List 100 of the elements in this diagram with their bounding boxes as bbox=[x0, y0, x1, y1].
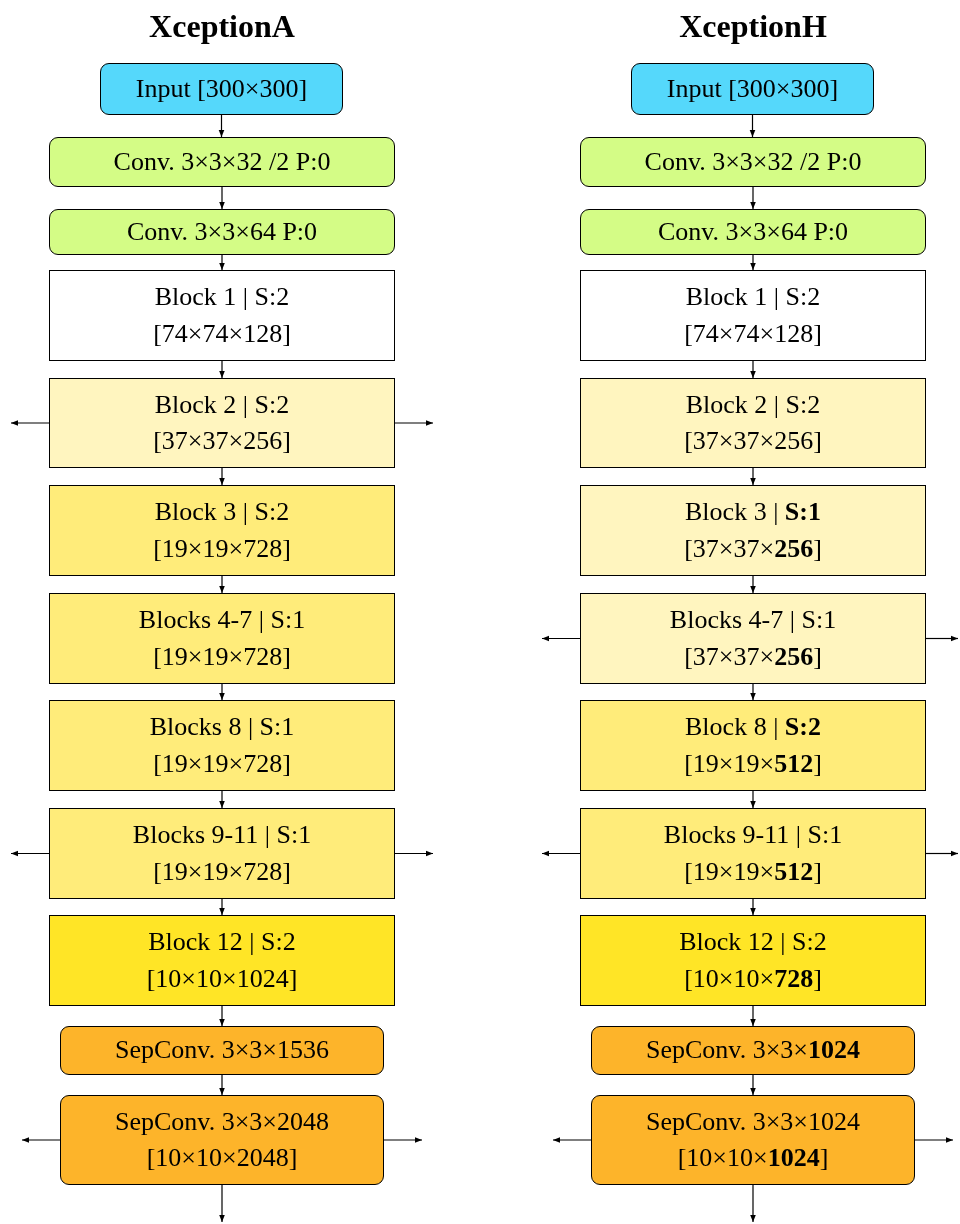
block-box bbox=[580, 378, 926, 468]
layer-label: [37×37×256] bbox=[153, 425, 291, 457]
arrow bbox=[925, 635, 959, 642]
layer-label: [37×37×256] bbox=[684, 532, 822, 565]
block-box bbox=[580, 485, 926, 576]
layer-label: [19×19×512] bbox=[684, 855, 822, 888]
arrow bbox=[219, 898, 225, 916]
input-box bbox=[100, 63, 343, 115]
arrow bbox=[219, 186, 225, 210]
layer-label: Blocks 9-11 | S:1 bbox=[132, 819, 312, 852]
layer-label: Blocks 9-11 | S:1 bbox=[663, 819, 843, 852]
arrow bbox=[750, 575, 756, 594]
layer-label: [37×37×256] bbox=[684, 425, 822, 457]
arrow bbox=[21, 1137, 61, 1143]
arrow bbox=[541, 635, 581, 642]
layer-label: [19×19×512] bbox=[684, 747, 822, 780]
arrow bbox=[750, 1184, 756, 1223]
arrow bbox=[218, 114, 225, 138]
layer-label: [19×19×728] bbox=[153, 747, 291, 780]
block-box bbox=[580, 593, 926, 684]
layer-label: Conv. 3×3×32 /2 P:0 bbox=[644, 145, 862, 178]
arrow bbox=[925, 850, 959, 857]
layer-label: [37×37×256] bbox=[684, 640, 822, 673]
arrow bbox=[394, 420, 434, 426]
layer-label: SepConv. 3×3×1536 bbox=[115, 1034, 329, 1067]
layer-label: SepConv. 3×3×2048 bbox=[115, 1105, 329, 1138]
arrow bbox=[750, 1074, 756, 1096]
layer-label: [10×10×1024] bbox=[677, 1142, 829, 1174]
layer-label: [10×10×1024] bbox=[146, 962, 298, 995]
block-box bbox=[580, 808, 926, 899]
arrow bbox=[10, 420, 50, 426]
arrow bbox=[750, 467, 756, 486]
layer-label: [19×19×728] bbox=[153, 855, 291, 888]
arrow bbox=[219, 790, 225, 809]
layer-label: Blocks 4-7 | S:1 bbox=[138, 604, 306, 637]
block-box bbox=[49, 808, 395, 899]
column-title: XceptionH bbox=[679, 8, 827, 45]
layer-label: Conv. 3×3×64 P:0 bbox=[657, 215, 849, 248]
arrow bbox=[219, 360, 225, 379]
layer-label: [19×19×728] bbox=[153, 640, 291, 673]
layer-label: Block 12 | S:2 bbox=[148, 926, 296, 959]
arrow bbox=[219, 575, 225, 594]
arrow bbox=[541, 850, 581, 857]
arrow bbox=[750, 790, 756, 809]
arrow bbox=[219, 1184, 225, 1223]
layer-label: SepConv. 3×3×1024 bbox=[646, 1105, 860, 1138]
layer-label: Block 2 | S:2 bbox=[154, 388, 290, 421]
conv-layer-box bbox=[580, 137, 926, 187]
conv-layer-box bbox=[580, 209, 926, 255]
arrow bbox=[750, 1005, 756, 1027]
layer-label: Block 3 | S:1 bbox=[685, 496, 821, 529]
layer-label: [19×19×728] bbox=[153, 532, 291, 565]
layer-label: Blocks 4-7 | S:1 bbox=[669, 604, 837, 637]
arrow bbox=[750, 683, 756, 701]
arrow bbox=[394, 850, 434, 857]
layer-label: Input [300×300] bbox=[135, 72, 308, 105]
sepconv-layer-box bbox=[60, 1026, 384, 1075]
arrow bbox=[383, 1137, 423, 1143]
block-box bbox=[580, 915, 926, 1006]
layer-label: Block 8 | S:2 bbox=[685, 711, 821, 744]
column-title: XceptionA bbox=[149, 8, 295, 45]
sepconv-layer-box bbox=[591, 1026, 915, 1075]
layer-label: [10×10×2048] bbox=[146, 1142, 298, 1174]
layer-label: Conv. 3×3×32 /2 P:0 bbox=[113, 145, 331, 178]
layer-label: [74×74×128] bbox=[684, 317, 822, 350]
block-box bbox=[49, 593, 395, 684]
layer-label: Block 1 | S:2 bbox=[685, 281, 821, 314]
layer-label: Input [300×300] bbox=[666, 72, 839, 105]
arrow bbox=[749, 114, 756, 138]
block-box bbox=[49, 378, 395, 468]
arrow bbox=[219, 467, 225, 486]
arrow bbox=[552, 1137, 592, 1143]
block-box bbox=[49, 915, 395, 1006]
arrow bbox=[219, 683, 225, 701]
arrow bbox=[914, 1137, 954, 1143]
block-box bbox=[580, 700, 926, 791]
arrow bbox=[219, 1005, 225, 1027]
conv-layer-box bbox=[49, 209, 395, 255]
layer-label: Block 3 | S:2 bbox=[154, 496, 290, 529]
conv-layer-box bbox=[49, 137, 395, 187]
layer-label: Block 1 | S:2 bbox=[154, 281, 290, 314]
block-box bbox=[49, 700, 395, 791]
layer-label: Blocks 8 | S:1 bbox=[149, 711, 295, 744]
sepconv-layer-box bbox=[591, 1095, 915, 1185]
arrow bbox=[10, 850, 50, 857]
arrow bbox=[750, 254, 756, 271]
layer-label: Conv. 3×3×64 P:0 bbox=[126, 215, 318, 248]
layer-label: Block 2 | S:2 bbox=[685, 388, 821, 421]
arrow bbox=[750, 186, 756, 210]
layer-label: SepConv. 3×3×1024 bbox=[646, 1034, 860, 1067]
sepconv-layer-box bbox=[60, 1095, 384, 1185]
block-box bbox=[49, 270, 395, 361]
arrow bbox=[750, 898, 756, 916]
block-box bbox=[580, 270, 926, 361]
layer-label: [74×74×128] bbox=[153, 317, 291, 350]
arrow bbox=[219, 1074, 225, 1096]
block-box bbox=[49, 485, 395, 576]
layer-label: Block 12 | S:2 bbox=[679, 926, 827, 959]
layer-label: [10×10×728] bbox=[684, 962, 822, 995]
arrow bbox=[750, 360, 756, 379]
